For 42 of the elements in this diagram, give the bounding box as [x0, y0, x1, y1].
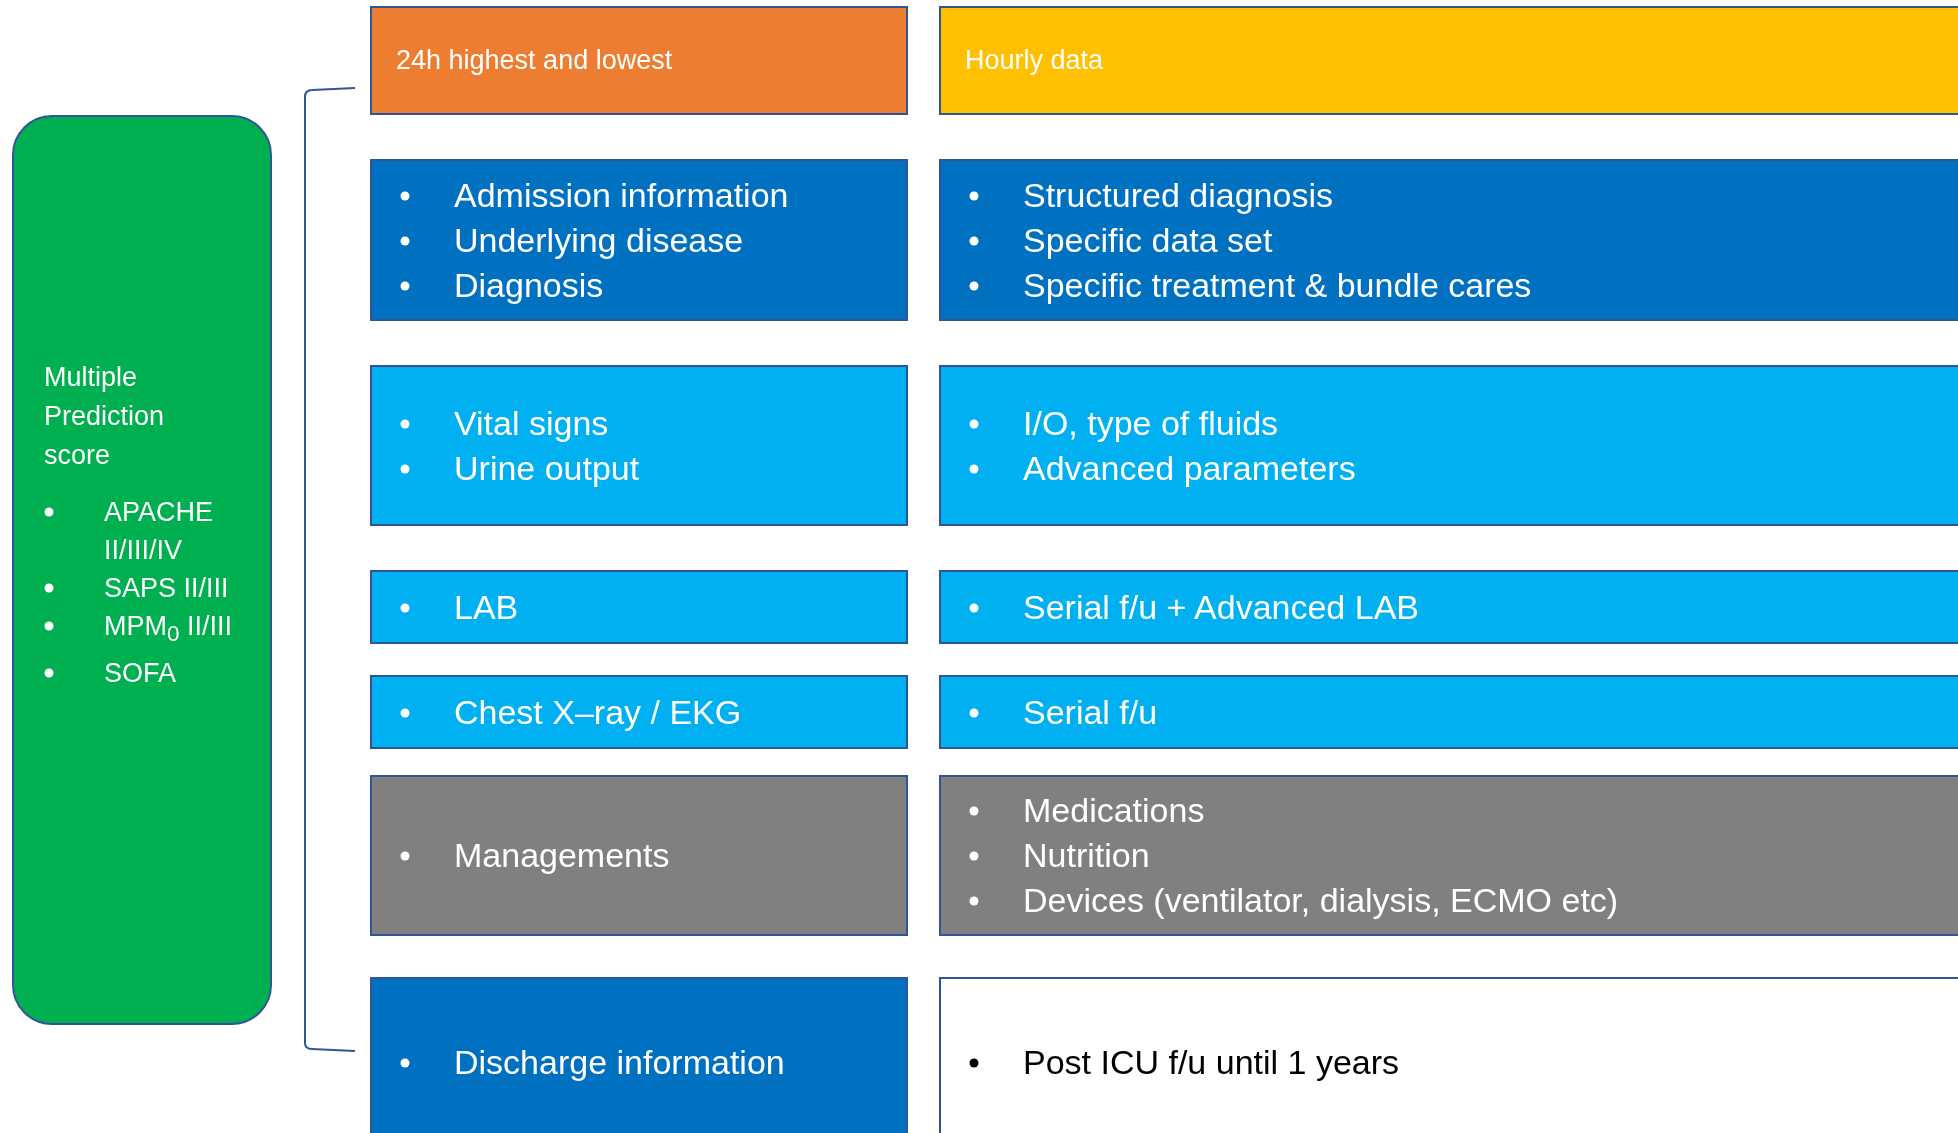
bullet-item: Specific data set [1023, 220, 1273, 259]
bullet-item: APACHE II/III/IV [104, 497, 214, 566]
data-box [939, 977, 1958, 1133]
score-heading: Multiple Prediction score [44, 361, 166, 473]
column-header [939, 6, 1958, 115]
header-text: Hourly data [964, 45, 1105, 76]
data-box [939, 675, 1958, 749]
data-box [370, 159, 908, 321]
bullet-item: Devices (ventilator, dialysis, ECMO etc) [1023, 881, 1619, 919]
bullet-item: Diagnosis [454, 265, 604, 304]
score-panel [12, 115, 272, 1025]
data-box [370, 365, 908, 526]
data-box [370, 675, 908, 749]
bullet-item: Nutrition [1023, 836, 1150, 874]
bullet-item: Chest X–ray / EKG [454, 692, 742, 731]
data-box [939, 365, 1958, 526]
data-box [370, 977, 908, 1133]
bullet-item: MPM$_{0}$ II/III [104, 611, 233, 642]
bullet-item: Advanced parameters [1023, 448, 1356, 487]
bullet-item: SAPS II/III [104, 573, 229, 604]
bullet-item: Admission information [454, 175, 789, 214]
bullet-item: Vital signs [454, 403, 609, 442]
bullet-item: Urine output [454, 448, 640, 487]
bullet-item: LAB [454, 587, 519, 626]
header-text: 24h highest and lowest [395, 45, 674, 76]
data-box [939, 570, 1958, 644]
data-box [370, 775, 908, 936]
bullet-item: Managements [454, 836, 670, 874]
data-box [939, 159, 1958, 321]
bullet-item: Discharge information [454, 1042, 785, 1081]
bullet-item: Specific treatment & bundle cares [1023, 265, 1532, 304]
bullet-item: Serial f/u [1023, 692, 1158, 731]
column-header [370, 6, 908, 115]
bullet-item: SOFA [104, 657, 177, 688]
bullet-item: Underlying disease [454, 220, 744, 259]
bullet-item: Structured diagnosis [1023, 175, 1333, 214]
bullet-item: I/O, type of fluids [1023, 403, 1279, 442]
bullet-item: Medications [1023, 791, 1205, 829]
bullet-item: Serial f/u + Advanced LAB [1023, 587, 1419, 626]
bullet-item: Post ICU f/u until 1 years [1023, 1042, 1400, 1081]
data-box [370, 570, 908, 644]
data-box [939, 775, 1958, 936]
